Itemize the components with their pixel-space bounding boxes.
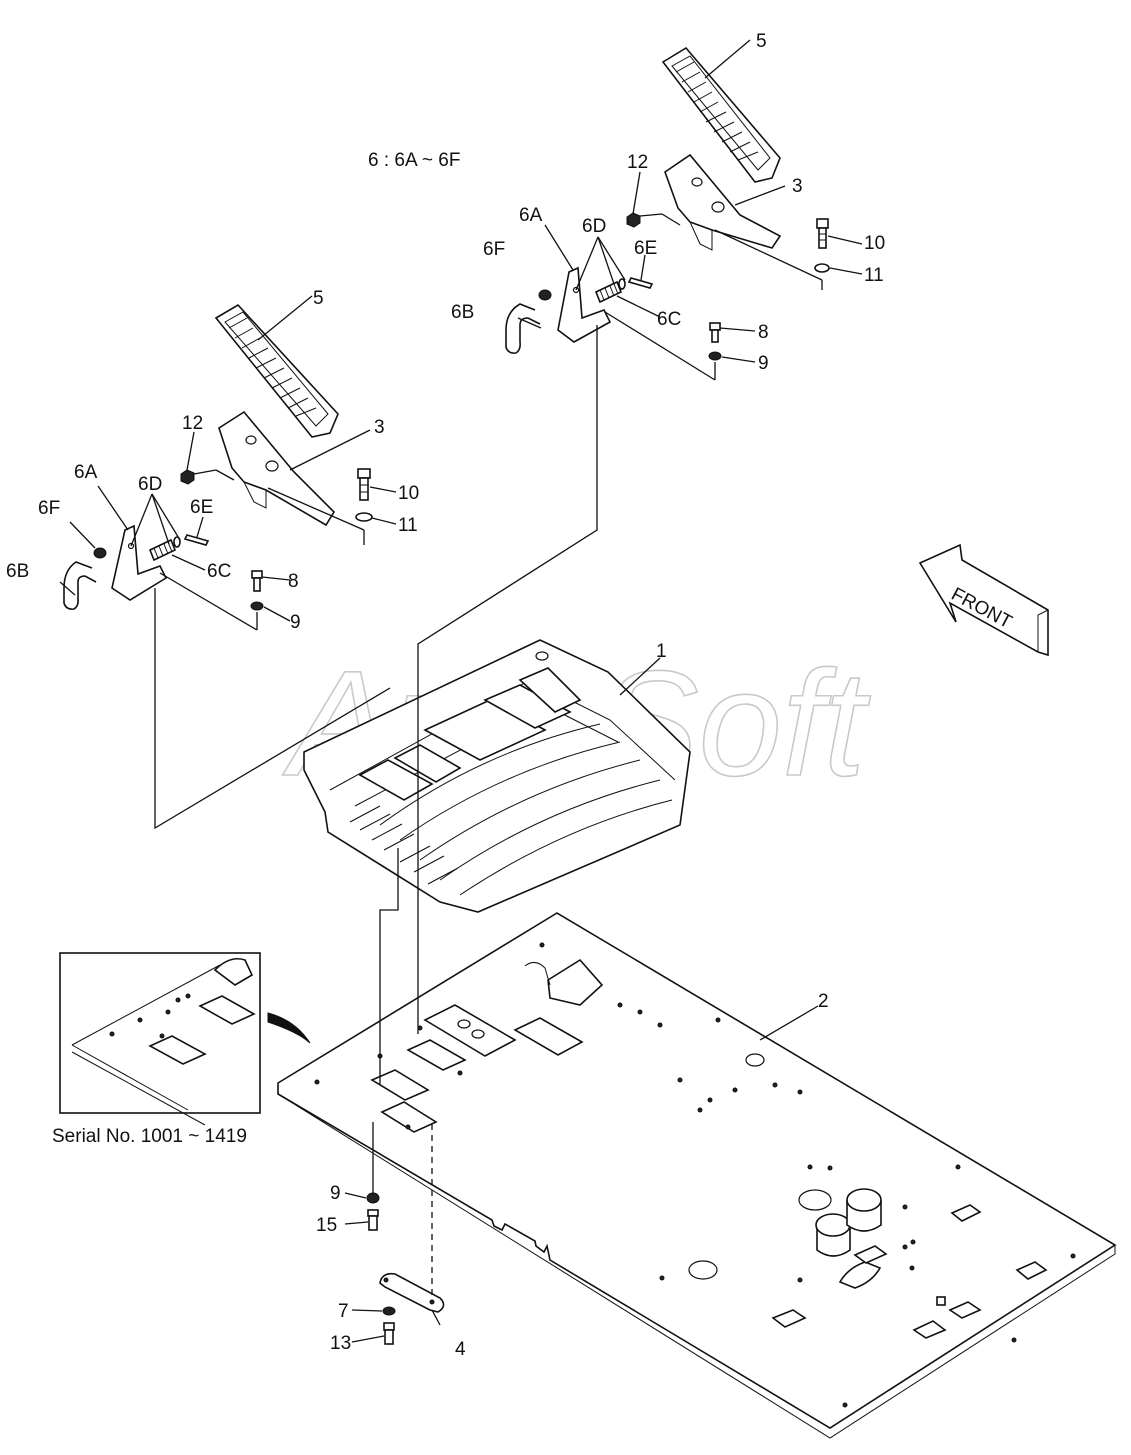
bolt-8-left: [251, 570, 263, 592]
serial-inset: Serial No. 1001 ~ 1419: [52, 952, 261, 1147]
bolt-10-right: [816, 218, 829, 249]
front-arrow: FRONT: [918, 543, 1049, 657]
label-7: 7: [338, 1301, 349, 1322]
label-4: 4: [455, 1339, 466, 1360]
label-6f-left: 6F: [38, 498, 60, 519]
bolt-13: [383, 1322, 395, 1345]
label-13: 13: [330, 1333, 351, 1354]
label-8-left: 8: [288, 571, 299, 592]
label-11-right: 11: [864, 265, 884, 286]
label-15: 15: [316, 1215, 337, 1236]
label-12-left: 12: [182, 413, 203, 434]
label-2: 2: [818, 991, 829, 1012]
washer-9-left: [250, 601, 264, 611]
label-6c-left: 6C: [207, 561, 231, 582]
label-6b-right: 6B: [451, 302, 474, 323]
bolt-8-right: [709, 322, 721, 343]
assembly-note: 6 : 6A ~ 6F: [368, 150, 460, 171]
inset-caption: Serial No. 1001 ~ 1419: [52, 1126, 247, 1147]
nut-12-right: [626, 212, 641, 228]
washer-6d-right: [618, 278, 626, 290]
label-5-right: 5: [756, 31, 767, 52]
bush-6f-right: [538, 289, 552, 301]
label-6a-left: 6A: [74, 462, 98, 483]
washer-9-right: [708, 351, 722, 361]
label-9-left: 9: [290, 612, 301, 633]
washer-9-lower: [366, 1192, 380, 1204]
label-10-left: 10: [398, 483, 419, 504]
washer-7: [382, 1306, 396, 1316]
pedal-pad-left: [214, 303, 339, 438]
cylinder-right: [846, 1188, 882, 1232]
label-6d-left: 6D: [138, 474, 162, 495]
leader-lines: [59, 39, 863, 1343]
label-6f-right: 6F: [483, 239, 505, 260]
label-1: 1: [656, 641, 667, 662]
bush-6f-left: [93, 547, 107, 559]
pedal-assembly-left: [63, 303, 373, 611]
label-5-left: 5: [313, 288, 324, 309]
clip-brackets: [771, 1204, 1048, 1339]
floor-plate: [277, 912, 1117, 1439]
washer-11-left: [355, 512, 373, 522]
lower-hardware: [366, 1192, 445, 1345]
nut-12-left: [180, 469, 195, 485]
plate-4: [379, 1272, 445, 1313]
pin-6b-right: [505, 303, 541, 354]
label-6c-right: 6C: [657, 309, 681, 330]
pedal-pad-right: [661, 46, 781, 183]
label-9-right: 9: [758, 353, 769, 374]
pedal-bracket-right: [664, 153, 782, 251]
label-11-left: 11: [398, 515, 418, 536]
pedal-assembly-right: [505, 46, 830, 361]
spring-6c-left: [148, 538, 177, 562]
label-3-left: 3: [374, 417, 385, 438]
label-12-right: 12: [627, 152, 648, 173]
spring-6c-right: [594, 280, 623, 304]
hinge-bracket-6a-left: [111, 524, 168, 601]
label-6b-left: 6B: [6, 561, 29, 582]
floor-mat: [303, 639, 691, 913]
label-9-lower: 9: [330, 1183, 341, 1204]
washer-6d-left: [173, 536, 181, 548]
pin-6e-right: [627, 277, 654, 289]
pin-6b-left: [63, 561, 97, 610]
bolt-10-left: [357, 468, 371, 501]
label-3-right: 3: [792, 176, 803, 197]
cylinder-left: [815, 1213, 851, 1257]
label-6a-right: 6A: [519, 205, 543, 226]
bolt-15: [367, 1209, 379, 1231]
washer-11-right: [814, 263, 830, 273]
callout-labels: 5 12 3 10 11 6A 6D 6E 6F 6B 6C 8 9 5 12 …: [6, 31, 885, 1360]
label-6e-left: 6E: [190, 497, 213, 518]
label-6e-right: 6E: [634, 238, 657, 259]
label-6d-right: 6D: [582, 216, 606, 237]
label-8-right: 8: [758, 322, 769, 343]
hinge-bracket-6a-right: [557, 266, 612, 343]
label-10-right: 10: [864, 233, 885, 254]
pin-6e-left: [183, 534, 210, 546]
inset-arrow: [267, 1012, 311, 1044]
pedal-bracket-left: [218, 410, 336, 527]
